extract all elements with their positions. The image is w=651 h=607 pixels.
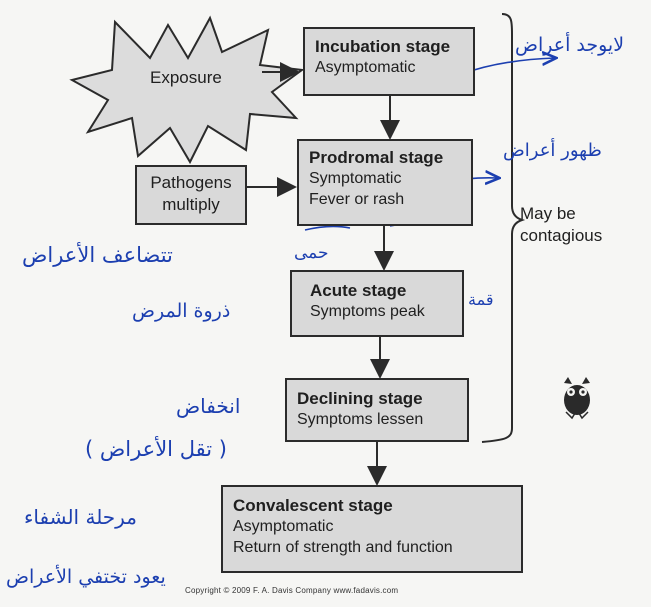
convalescent-stage-line-2: Return of strength and function [233,539,453,556]
annotation-fever: حمى [294,243,329,263]
annotation-decline: انخفاض [176,394,241,418]
annotation-peak: قمة [468,290,494,309]
acute-stage-box: Acute stage Symptoms peak [290,270,464,337]
owl-doodle-icon [564,377,590,420]
incubation-stage-box: Incubation stage Asymptomatic [303,27,475,96]
declining-stage-line-1: Symptoms lessen [297,411,424,428]
pathogens-label: Pathogens multiply [150,173,232,214]
prodromal-stage-line-2: Fever or rash [309,191,405,208]
exposure-starburst [69,15,305,165]
declining-stage-title: Declining stage [297,389,423,408]
annotation-symptoms-appear: ظهور أعراض [503,140,602,161]
annotation-symptoms-disappear: يعود تختفي الأعراض [6,566,166,588]
convalescent-stage-box: Convalescent stage Asymptomatic Return o… [221,485,523,573]
annotation-fewer-symptoms: ( تقل الأعراض ) [85,437,227,461]
pathogens-box: Pathogens multiply [135,165,247,225]
exposure-label: Exposure [150,68,222,87]
declining-stage-box: Declining stage Symptoms lessen [285,378,469,442]
prodromal-stage-title: Prodromal stage [309,148,444,167]
ink-arrow-no-symptoms [461,58,555,75]
convalescent-stage-line-1: Asymptomatic [233,518,334,535]
incubation-stage-line-1: Asymptomatic [315,59,416,76]
prodromal-stage-box: Prodromal stage Symptomatic Fever or ras… [297,139,473,226]
copyright-line: Copyright © 2009 F. A. Davis Company www… [185,586,399,595]
contagious-note: May be contagious [520,204,603,245]
acute-stage-title: Acute stage [310,281,407,300]
annotation-disease-peak: ذروة المرض [132,300,231,322]
annotation-recovery-stage: مرحلة الشفاء [24,505,137,529]
prodromal-stage-line-1: Symptomatic [309,170,402,187]
contagious-brace [481,13,526,443]
annotation-no-symptoms: لايوجد أعراض [515,34,625,56]
annotation-symptoms-multiply: تتضاعف الأعراض [22,243,173,267]
incubation-stage-title: Incubation stage [315,37,451,56]
convalescent-stage-title: Convalescent stage [233,496,393,515]
acute-stage-line-1: Symptoms peak [310,303,425,320]
ink-underline-fever [304,225,351,231]
